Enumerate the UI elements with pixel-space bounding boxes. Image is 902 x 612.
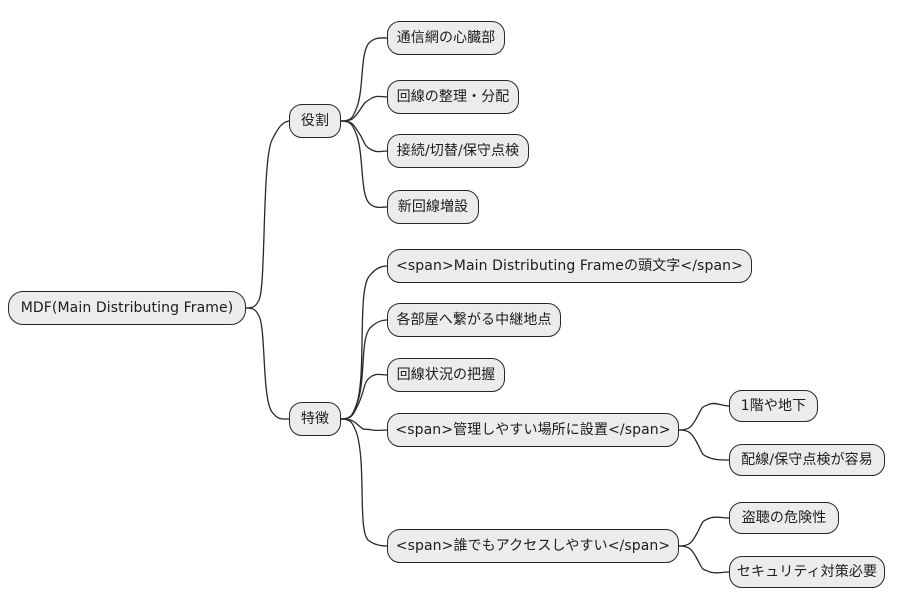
edge-feature-to-child0 (340, 265, 388, 420)
node-feature-child-4-label: <span>誰でもアクセスしやすい</span> (395, 538, 671, 554)
edge-access-to-child0 (678, 516, 730, 547)
edge-feature-to-child1 (340, 319, 388, 420)
node-feature-child-0-label: <span>Main Distributing Frameの頭文字</span> (396, 258, 743, 274)
node-role-child-0[interactable]: 通信網の心臓部 (387, 21, 505, 55)
node-place-child-0-label: 1階や地下 (740, 398, 807, 414)
node-feature-child-4[interactable]: <span>誰でもアクセスしやすい</span> (387, 529, 679, 563)
node-branch-role[interactable]: 役割 (289, 104, 341, 138)
node-feature-child-3-label: <span>管理しやすい場所に設置</span> (395, 422, 671, 438)
node-feature-child-3[interactable]: <span>管理しやすい場所に設置</span> (387, 413, 679, 447)
node-branch-feature-label: 特徴 (300, 411, 330, 427)
node-feature-child-1-label: 各部屋へ繋がる中継地点 (396, 312, 552, 328)
node-role-child-0-label: 通信網の心臓部 (396, 30, 496, 46)
edge-place-to-child1 (678, 429, 730, 461)
edge-feature-to-child4 (340, 418, 388, 547)
node-feature-child-2-label: 回線状況の把握 (396, 367, 496, 383)
node-feature-child-1[interactable]: 各部屋へ繋がる中継地点 (387, 303, 561, 337)
edge-role-to-child3 (340, 120, 388, 209)
edge-root-to-role (245, 120, 290, 309)
edge-root-to-feature (245, 307, 290, 420)
edge-role-to-child2 (340, 120, 388, 153)
edge-feature-to-child2 (340, 373, 388, 420)
node-place-child-1-label: 配線/保守点検が容易 (741, 452, 873, 468)
edge-place-to-child0 (678, 402, 730, 431)
node-root-label: MDF(Main Distributing Frame) (20, 300, 234, 316)
node-branch-role-label: 役割 (300, 113, 330, 129)
node-place-child-2[interactable]: 盗聴の危険性 (729, 502, 839, 534)
node-place-child-2-label: 盗聴の危険性 (741, 510, 827, 526)
node-feature-child-2[interactable]: 回線状況の把握 (387, 358, 505, 392)
node-branch-feature[interactable]: 特徴 (289, 402, 341, 436)
edge-feature-to-child3 (340, 418, 388, 432)
node-role-child-3-label: 新回線増設 (397, 199, 469, 215)
edge-access-to-child1 (678, 545, 730, 574)
edge-role-to-child0 (340, 37, 388, 122)
node-role-child-3[interactable]: 新回線増設 (387, 190, 479, 224)
edge-role-to-child1 (340, 95, 388, 122)
node-role-child-1[interactable]: 回線の整理・分配 (387, 80, 519, 114)
node-root[interactable]: MDF(Main Distributing Frame) (8, 291, 246, 325)
node-role-child-2-label: 接続/切替/保守点検 (396, 143, 520, 159)
node-place-child-3-label: セキュリティ対策必要 (736, 564, 878, 580)
node-place-child-0[interactable]: 1階や地下 (729, 390, 818, 422)
node-role-child-1-label: 回線の整理・分配 (396, 89, 510, 105)
node-place-child-3[interactable]: セキュリティ対策必要 (729, 556, 885, 588)
node-role-child-2[interactable]: 接続/切替/保守点検 (387, 134, 529, 168)
node-place-child-1[interactable]: 配線/保守点検が容易 (729, 444, 885, 476)
node-feature-child-0[interactable]: <span>Main Distributing Frameの頭文字</span> (387, 249, 752, 283)
